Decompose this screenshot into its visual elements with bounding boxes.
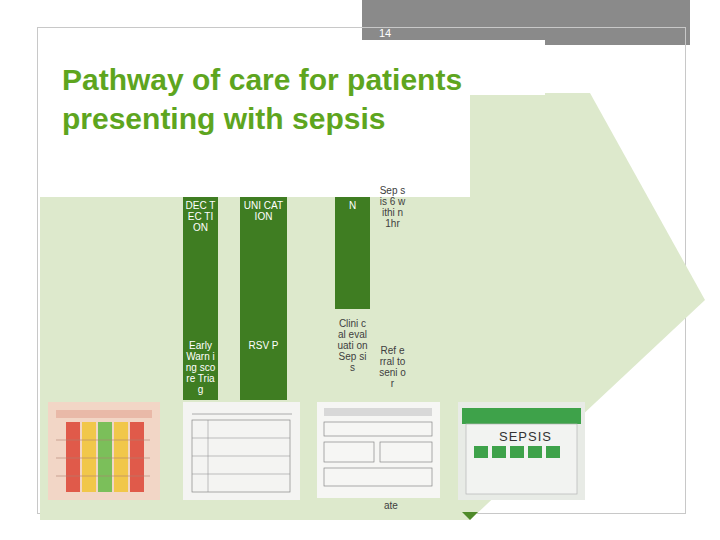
pathway-column: DEC TEC TION Early Warn ing score Triag: [183, 197, 218, 400]
column-body: RSV P: [242, 340, 285, 351]
warning-score-photo: [48, 402, 160, 500]
pathway-column: N Clini cal eval uati on Sep sis: [335, 197, 370, 400]
column-body: Clini cal eval uati on Sep sis: [337, 318, 368, 373]
pathway-column: UNI CAT ION RSV P: [240, 197, 287, 400]
column-body: Ref erral to seni or: [379, 345, 406, 389]
column-heading: UNI CAT ION: [242, 200, 285, 222]
page-number: 14: [379, 27, 391, 39]
box-label: SEPSIS: [497, 429, 554, 444]
sepsis-box-photo: [458, 402, 585, 500]
column-heading: N: [337, 200, 368, 211]
column-body: Early Warn ing score Triag: [185, 340, 216, 395]
pathway-column: Sep sis 6 withi n 1hrRef erral to seni o…: [377, 182, 408, 400]
column-heading: DEC TEC TION: [185, 200, 216, 233]
triage-form-photo: [183, 402, 300, 500]
page-number-bar: [362, 0, 690, 45]
arrow-corner: [462, 512, 478, 520]
sepsis-screening-tool-photo: [317, 402, 440, 498]
overflow-text: ate: [384, 500, 398, 511]
slide-title: Pathway of care for patients presenting …: [62, 60, 547, 138]
column-heading: Sep sis 6 withi n 1hr: [379, 185, 406, 229]
